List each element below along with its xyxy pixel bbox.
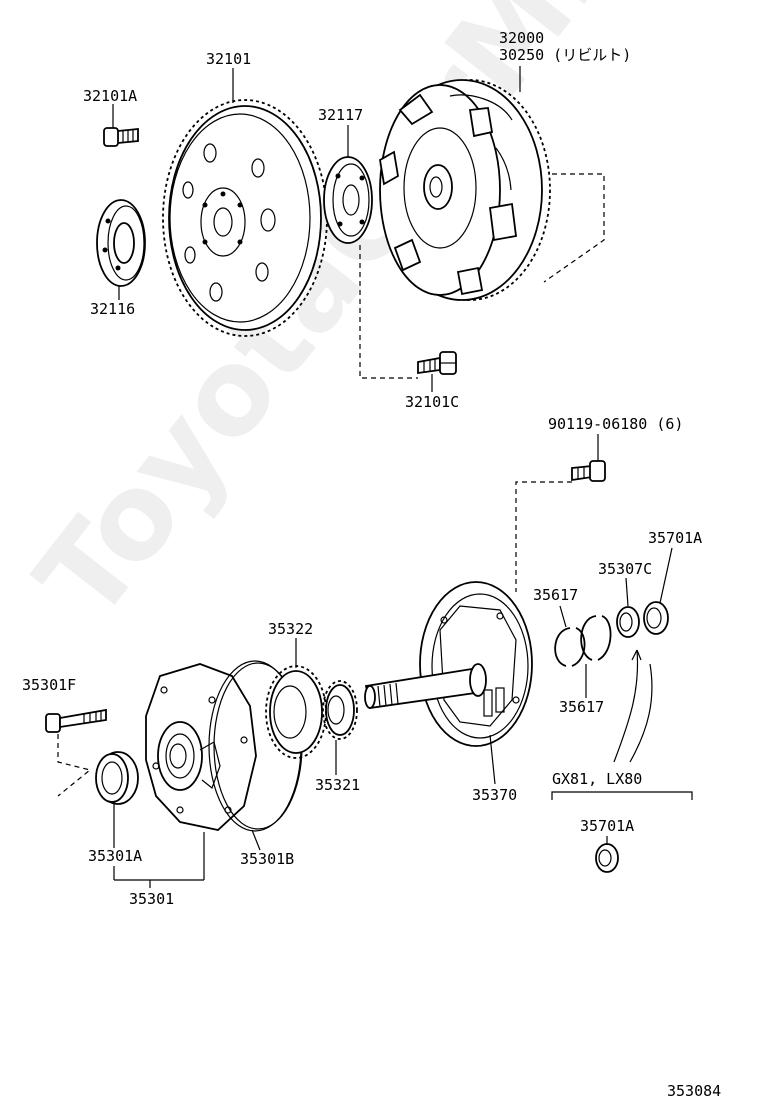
part-label-35301F[interactable]: 35301F — [22, 676, 77, 694]
stator-shaft-drawing — [364, 581, 533, 747]
bolt-32101C-drawing — [417, 351, 457, 375]
part-label-30250[interactable]: 30250 (リビルト) — [499, 46, 632, 64]
part-label-35322[interactable]: 35322 — [268, 620, 314, 638]
bolt-32101A-drawing — [103, 127, 139, 147]
part-label-32101A[interactable]: 32101A — [83, 87, 138, 105]
seal-35701A-upper-drawing — [643, 601, 669, 635]
seal-rings-35617-drawing — [554, 615, 612, 667]
pump-body-drawing — [145, 663, 257, 831]
part-label-32117[interactable]: 32117 — [318, 106, 364, 124]
part-label-35301B[interactable]: 35301B — [240, 850, 295, 868]
gear-35322-drawing — [265, 665, 327, 759]
diagram-id: 353084 — [667, 1082, 722, 1100]
seal-35701A-lower-drawing — [595, 843, 619, 873]
part-label-35617-upper[interactable]: 35617 — [533, 586, 579, 604]
part-label-35307C[interactable]: 35307C — [598, 560, 653, 578]
spacer-32116-drawing — [96, 199, 146, 287]
plate-32117-drawing — [323, 156, 373, 244]
assembly-lines — [57, 173, 605, 797]
oil-seal-35301A-drawing — [95, 751, 139, 805]
part-label-35370[interactable]: 35370 — [472, 786, 518, 804]
part-label-32101[interactable]: 32101 — [206, 50, 252, 68]
bolt-90119-drawing — [571, 460, 606, 482]
part-label-35617-lower[interactable]: 35617 — [559, 698, 605, 716]
part-label-32116[interactable]: 32116 — [90, 300, 136, 318]
part-label-35701A-lower[interactable]: 35701A — [580, 817, 635, 835]
part-label-35321[interactable]: 35321 — [315, 776, 361, 794]
part-label-32000[interactable]: 32000 — [499, 29, 545, 47]
gear-35321-drawing — [322, 680, 358, 740]
part-label-35301A[interactable]: 35301A — [88, 847, 143, 865]
part-label-35301[interactable]: 35301 — [129, 890, 175, 908]
leader-lines — [112, 66, 693, 888]
flexplate-drawing — [162, 99, 328, 337]
part-label-90119[interactable]: 90119-06180 (6) — [548, 415, 684, 433]
part-label-32101C[interactable]: 32101C — [405, 393, 460, 411]
torque-converter-drawing — [379, 79, 551, 301]
model-applicability-label: GX81, LX80 — [552, 770, 643, 788]
bearing-35307C-drawing — [616, 606, 640, 638]
part-label-35701A-upper[interactable]: 35701A — [648, 529, 703, 547]
bolt-35301F-drawing — [45, 708, 107, 733]
